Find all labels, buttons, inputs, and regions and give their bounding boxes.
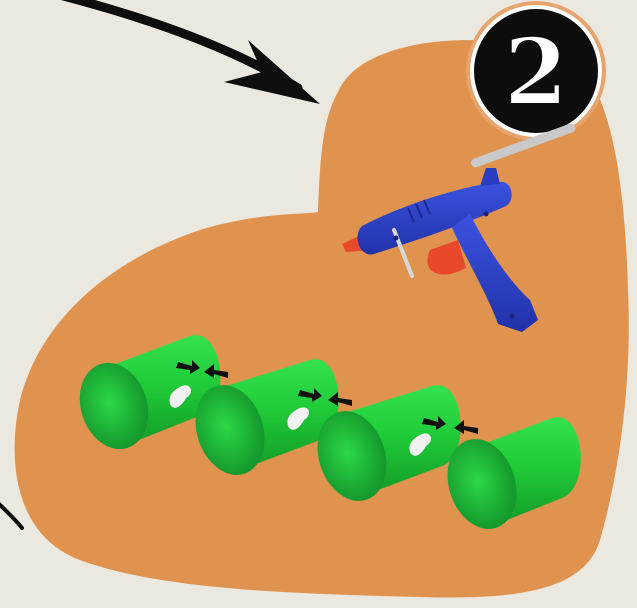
arrow-tail-line	[0, 500, 22, 528]
curved-arrow-icon	[40, 0, 320, 104]
step-number: 2	[504, 18, 568, 126]
